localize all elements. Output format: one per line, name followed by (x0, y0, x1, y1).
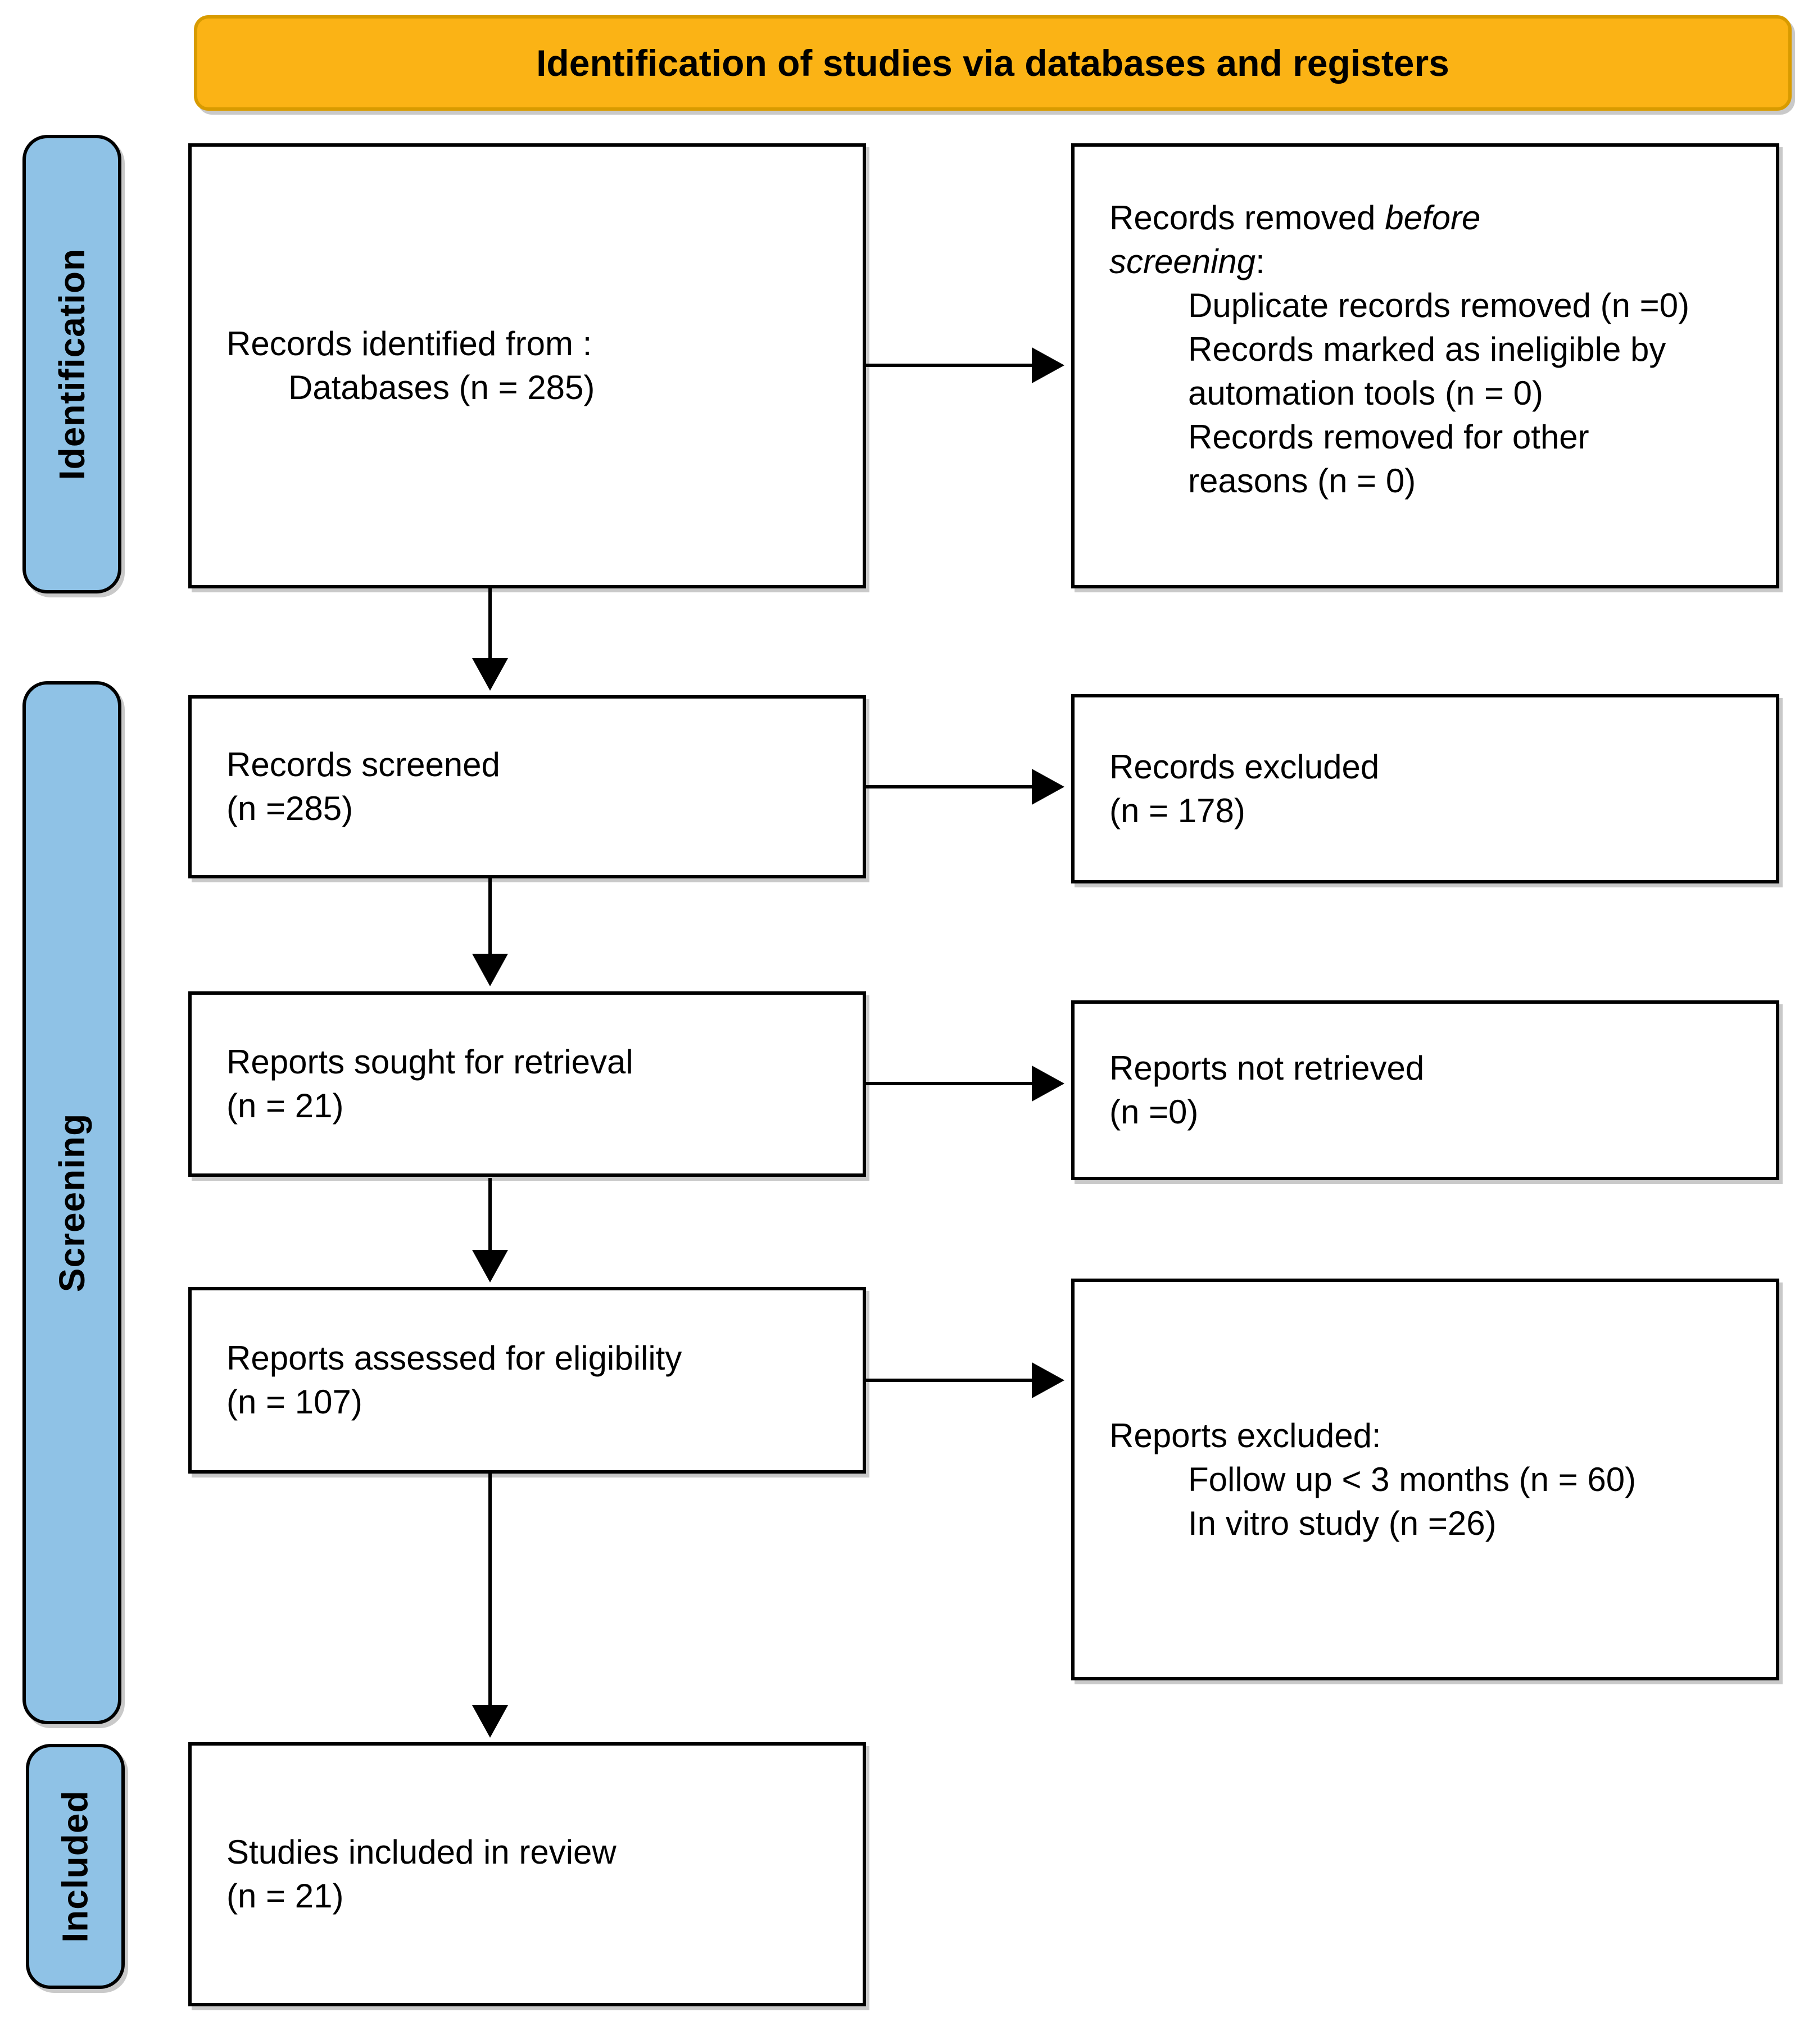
reports-assessed-line1: Reports assessed for eligibility (226, 1339, 682, 1377)
reports-sought-line2: (n = 21) (226, 1087, 344, 1125)
arrow-identified-to-removed-line (866, 364, 1035, 367)
records-removed-lead: Records removed before screening: (1109, 196, 1638, 284)
reports-not-retrieved-line1: Reports not retrieved (1109, 1049, 1425, 1087)
title-banner: Identification of studies via databases … (194, 15, 1792, 111)
reports-sought-line1: Reports sought for retrieval (226, 1043, 633, 1081)
records-removed-lead-colon: : (1255, 243, 1265, 280)
stage-label-screening: Screening (22, 681, 121, 1724)
records-identified-line2: Databases (n = 285) (288, 369, 595, 406)
box-reports-excluded: Reports excluded: Follow up < 3 months (… (1071, 1279, 1779, 1680)
box-records-excluded: Records excluded (n = 178) (1071, 694, 1779, 883)
reports-excluded-item: In vitro study (n =26) (1188, 1504, 1497, 1542)
records-removed-item: Records marked as ineligible by automati… (1188, 330, 1666, 412)
arrow-identified-to-screened-line (488, 588, 492, 661)
arrow-sought-to-assessed-line (488, 1178, 492, 1253)
records-removed-item: Duplicate records removed (n =0) (1188, 287, 1690, 324)
arrow-assessed-to-included-line (488, 1474, 492, 1708)
reports-excluded-item: Follow up < 3 months (n = 60) (1188, 1460, 1637, 1498)
records-identified-line1: Records identified from : (226, 325, 592, 362)
box-records-removed: Records removed before screening: Duplic… (1071, 143, 1779, 588)
arrow-identified-to-screened-head-icon (472, 658, 508, 691)
arrow-screened-to-excluded-head-icon (1032, 769, 1064, 805)
reports-assessed-line2: (n = 107) (226, 1383, 362, 1421)
stage-label-identification: Identification (22, 135, 121, 593)
box-records-screened: Records screened (n =285) (188, 695, 866, 878)
records-screened-line1: Records screened (226, 746, 500, 783)
arrow-screened-to-excluded-line (866, 785, 1035, 788)
records-excluded-line2: (n = 178) (1109, 791, 1245, 830)
stage-label-screening-text: Screening (52, 1113, 92, 1293)
records-removed-lead-italic: before screening (1109, 199, 1481, 280)
box-records-identified: Records identified from : Databases (n =… (188, 143, 866, 588)
arrow-identified-to-removed-head-icon (1032, 347, 1064, 383)
reports-not-retrieved-line2: (n =0) (1109, 1093, 1199, 1131)
records-screened-line2: (n =285) (226, 790, 353, 827)
reports-excluded-lead: Reports excluded: (1109, 1416, 1381, 1454)
records-removed-lead-plain: Records removed (1109, 199, 1385, 237)
studies-included-line1: Studies included in review (226, 1833, 617, 1871)
records-excluded-line1: Records excluded (1109, 747, 1380, 786)
arrow-assessed-to-included-head-icon (472, 1705, 508, 1738)
arrow-assessed-to-excluded-head-icon (1032, 1362, 1064, 1398)
box-reports-sought: Reports sought for retrieval (n = 21) (188, 991, 866, 1177)
arrow-assessed-to-excluded-line (866, 1379, 1035, 1382)
studies-included-line2: (n = 21) (226, 1877, 344, 1915)
arrow-sought-to-assessed-head-icon (472, 1250, 508, 1282)
stage-label-included: Included (26, 1744, 125, 1989)
arrow-screened-to-sought-head-icon (472, 954, 508, 986)
box-reports-not-retrieved: Reports not retrieved (n =0) (1071, 1000, 1779, 1180)
records-removed-item: Records removed for other reasons (n = 0… (1188, 418, 1589, 500)
title-banner-text: Identification of studies via databases … (536, 42, 1449, 84)
stage-label-identification-text: Identification (52, 248, 92, 481)
box-reports-assessed: Reports assessed for eligibility (n = 10… (188, 1287, 866, 1474)
arrow-sought-to-not-retrieved-line (866, 1082, 1035, 1085)
box-studies-included: Studies included in review (n = 21) (188, 1742, 866, 2006)
arrow-sought-to-not-retrieved-head-icon (1032, 1066, 1064, 1102)
arrow-screened-to-sought-line (488, 878, 492, 957)
stage-label-included-text: Included (55, 1790, 96, 1943)
